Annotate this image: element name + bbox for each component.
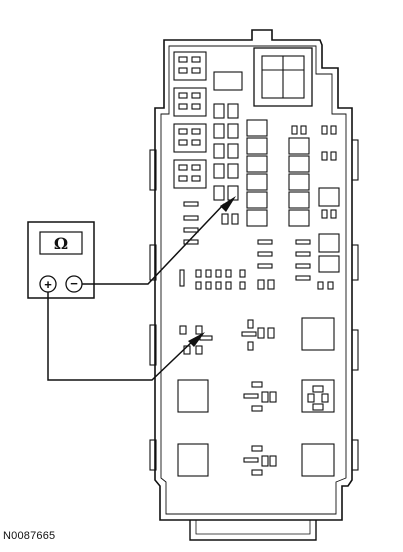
mini-fuse-grid [213,103,239,225]
bottom-relays [177,443,335,477]
negative-terminal-symbol: − [70,276,78,291]
left-fuse-column [173,51,207,189]
test-leads [47,203,225,381]
top-relay-block [213,47,313,107]
positive-probe-tip [188,332,205,347]
right-relays [318,187,340,273]
positive-test-lead [47,292,197,381]
horizontal-slots [183,201,311,281]
ohm-symbol: Ω [54,234,68,253]
small-fuse-row [179,269,334,290]
negative-probe-tip [220,196,236,212]
negative-test-lead [82,203,225,285]
center-fuse-column [246,119,337,227]
figure-reference-code: N0087665 [3,530,56,542]
mid-section [177,317,335,413]
positive-terminal-symbol: + [44,277,52,292]
fuse-box-outline [149,29,359,541]
